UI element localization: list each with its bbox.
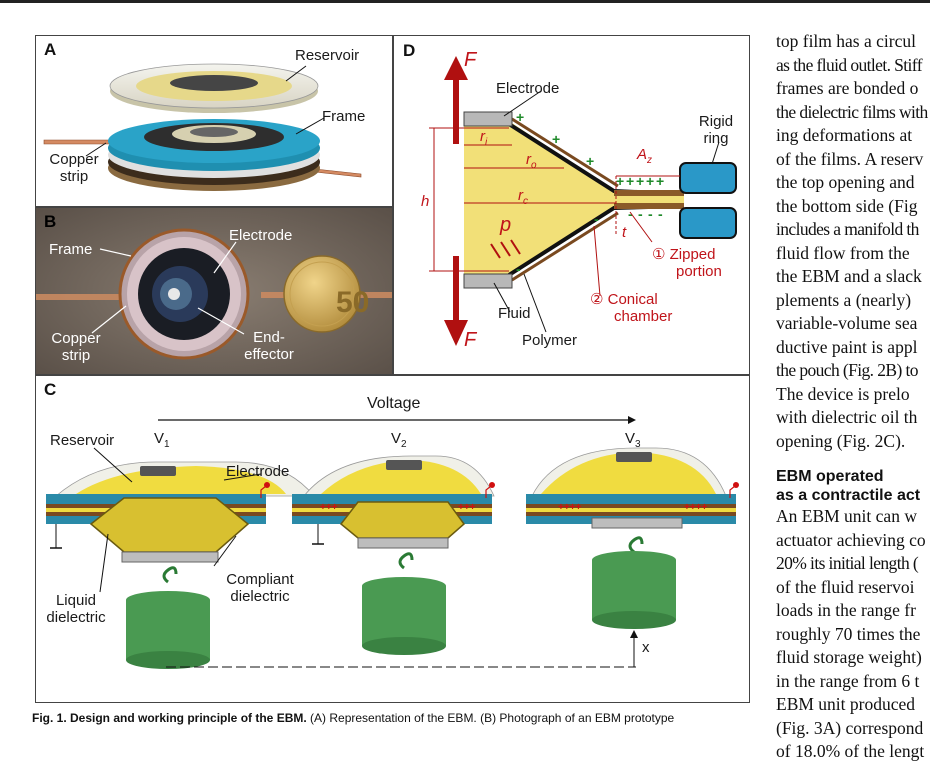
label-electrode: Electrode	[496, 80, 560, 97]
panel-a: A Reservoir Frame Copper strip	[35, 35, 393, 207]
label-electrode: Electrode	[229, 227, 293, 244]
label-force-bottom: F	[464, 329, 477, 351]
panel-d: D +++ +++++ --	[393, 35, 750, 375]
svg-text:++++: ++++	[684, 502, 708, 513]
label-polymer: Polymer	[522, 332, 578, 349]
ebm-exploded-render	[43, 63, 362, 191]
ebm-unit-v3: ++++ ++++	[526, 447, 739, 629]
svg-text:+: +	[552, 131, 560, 147]
label-frame: Frame	[322, 108, 366, 125]
label-copper-strip: Copper strip	[51, 330, 101, 364]
svg-text:+: +	[636, 173, 644, 189]
svg-text:+: +	[646, 173, 654, 189]
ebm-prototype-photo: 50	[36, 208, 392, 374]
body-text-column: top film has a circul as the fluid outle…	[776, 30, 930, 764]
svg-text:-: -	[594, 211, 599, 227]
svg-text:-: -	[628, 206, 633, 222]
label-reservoir: Reservoir	[295, 47, 360, 64]
label-electrode: Electrode	[226, 463, 290, 480]
panel-a-letter: A	[44, 40, 57, 59]
label-force-top: F	[464, 49, 477, 71]
panel-b: B 50 Frame Electrode Co	[35, 207, 393, 375]
ebm-voltage-sequence: +++ +++ ++++ ++++	[46, 416, 739, 669]
label-frame: Frame	[49, 241, 93, 258]
svg-text:+: +	[586, 153, 594, 169]
panel-c: C	[35, 375, 750, 703]
svg-text:+: +	[616, 173, 624, 189]
label-v2: V2	[391, 430, 407, 450]
svg-text:+: +	[626, 173, 634, 189]
label-zipped-portion: ① Zipped portion	[652, 246, 722, 280]
figure-caption-title: Fig. 1. Design and working principle of …	[32, 711, 307, 725]
figure-caption: Fig. 1. Design and working principle of …	[32, 711, 674, 725]
label-rc: rc	[518, 187, 528, 207]
ebm-unit-v1	[46, 461, 315, 669]
label-compliant-dielectric: Compliant dielectric	[226, 571, 294, 605]
panel-d-letter: D	[403, 41, 416, 60]
body-paragraph-1: top film has a circul as the fluid outle…	[776, 31, 928, 451]
label-fluid: Fluid	[498, 305, 531, 322]
label-t: t	[622, 224, 627, 241]
label-voltage: Voltage	[367, 395, 421, 412]
panel-b-letter: B	[44, 212, 57, 231]
section-heading: EBM operated as a contractile act	[776, 468, 921, 504]
svg-text:+: +	[516, 109, 524, 125]
label-conical-chamber: ② Conical chamber	[590, 291, 673, 325]
label-v1: V1	[154, 430, 170, 450]
figure-caption-text: (A) Representation of the EBM. (B) Photo…	[306, 711, 675, 725]
label-v3: V3	[625, 430, 641, 450]
svg-text:-: -	[638, 206, 643, 222]
label-x: x	[642, 639, 650, 656]
svg-text:+: +	[656, 173, 664, 189]
label-copper-strip: Copper strip	[49, 151, 99, 185]
svg-text:-: -	[516, 261, 521, 277]
svg-text:++++: ++++	[558, 502, 582, 513]
label-az: Az	[637, 146, 653, 166]
body-paragraph-2: An EBM unit can w actuator achieving co …	[776, 506, 926, 761]
label-p: p	[500, 214, 512, 236]
label-rigid-ring: Rigid ring	[698, 113, 734, 147]
label-end-effector: End- effector	[244, 329, 294, 363]
svg-text:+++: +++	[320, 502, 338, 513]
svg-text:+++: +++	[458, 502, 476, 513]
label-reservoir: Reservoir	[50, 432, 115, 449]
ebm-unit-v2: +++ +++	[292, 455, 495, 655]
ebm-cross-section-schematic: +++ +++++ -- ----	[429, 56, 737, 346]
svg-text:-: -	[648, 206, 653, 222]
label-ro: ro	[526, 151, 537, 171]
panel-c-letter: C	[44, 380, 57, 399]
svg-text:-: -	[658, 206, 663, 222]
page-top-rule	[0, 0, 930, 3]
coin-value: 50	[336, 286, 369, 319]
label-ri: ri	[480, 128, 488, 148]
label-liquid-dielectric: Liquid dielectric	[46, 592, 106, 626]
label-h: h	[421, 193, 430, 210]
